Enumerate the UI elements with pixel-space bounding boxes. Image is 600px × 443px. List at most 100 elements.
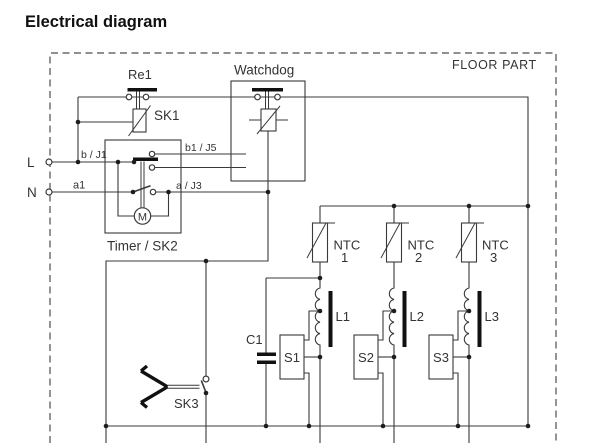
ntc1-index: 1 [341,250,348,265]
sk3-contact-circle [202,375,210,383]
re1-label: Re1 [128,67,152,82]
switch-s2: S2 [353,334,379,380]
re1-contact-circle-right [142,93,150,101]
l-terminal-circle [45,158,53,166]
timer-contact-circle-lower [148,164,156,171]
re1-contact-circle-left [125,93,133,101]
timer-switch-circle [149,188,157,196]
coil-l1-core [328,291,333,347]
ntc3-body [460,222,478,263]
re1-contact-bar [127,88,157,92]
n-terminal-circle [45,188,53,196]
timer-contact-circle-upper [148,150,156,158]
a-j3-return-wire [105,192,269,443]
ntc-2: NTC 2 [380,222,435,265]
timer-motor-label: M [138,211,147,223]
timer-label: Timer / SK2 [107,239,178,254]
s1-bottom-stub [304,372,310,426]
s3-top-stub [453,310,469,341]
ntc1-body [311,222,329,263]
c1-plate-top [257,352,276,356]
sk3-mech-link [168,384,200,389]
coil-l3-wire [463,262,470,443]
top-bus-wire [78,96,529,426]
sk3-label: SK3 [174,396,199,411]
ntc-3: NTC 3 [455,222,509,265]
ntc2-label: NTC [408,238,435,253]
s1-top-stub [304,310,320,341]
ntc2-diagonal [380,222,409,259]
sk1-label: SK1 [154,108,180,123]
s3-body [428,334,454,380]
re1-mech-link [136,91,140,109]
timer-contact-bar [133,157,158,161]
switch-s3: S3 [428,334,454,380]
ntc1-diagonal [306,222,335,259]
watchdog-label: Watchdog [234,63,294,78]
ntc3-diagonal [455,222,484,259]
watchdog-contact-circle-right [274,93,281,101]
pin-b1-j5-label: b1 / J5 [185,142,217,154]
sk1-relay-coil: SK1 [128,105,180,137]
motor-left-wire [117,162,135,217]
timer-motor [133,207,152,225]
capacitor-c1: C1 [246,332,276,364]
switch-s1: S1 [279,334,305,380]
l-terminal-label: L [27,155,35,170]
watchdog-coil-diagonal [256,105,281,135]
watchdog-box: Watchdog [230,63,306,182]
sk1-coil-diagonal [128,105,151,137]
s2-top-stub [378,310,394,341]
s1-body [279,334,305,380]
coil-l3: L3 [477,291,499,347]
coil-l2: L2 [402,291,424,347]
sk3-blade [200,380,207,393]
contact-circles [125,93,281,383]
junction-dots [75,119,531,429]
pin-a-j3-label: a / J3 [176,180,202,192]
s2-body [353,334,379,380]
n-terminal-label: N [27,185,37,200]
ntc3-index: 3 [490,250,497,265]
sk3-door-switch: SK3 [139,364,207,411]
coil-l1-label: L1 [336,309,350,324]
sk3-actuator-wedge [140,369,169,404]
c1-plate-bottom [257,360,276,364]
floor-part-label: FLOOR PART [452,58,537,72]
watchdog-mech-link [265,91,269,109]
watchdog-contact-bar [252,88,283,92]
s2-bottom-stub [378,372,384,426]
l-terminal: L [27,155,53,170]
pin-a1-label: a1 [73,180,85,192]
sk3-actuator-barbs [139,364,149,409]
ntc3-label: NTC [482,238,509,253]
ntc2-index: 2 [415,250,422,265]
coil-l1: L1 [328,291,350,347]
pin-b-j1-label: b / J1 [81,149,107,161]
coil-l1-wire [314,262,321,443]
c1-label: C1 [246,332,263,347]
coil-l3-label: L3 [485,309,499,324]
ntc2-body [385,222,403,263]
ntc1-label: NTC [334,238,361,253]
s3-label: S3 [433,350,449,365]
coil-l2-core [402,291,407,347]
s2-label: S2 [358,350,374,365]
s1-label: S1 [284,350,300,365]
watchdog-outline [230,80,306,182]
timer-outline [104,139,182,234]
wires [52,96,529,443]
timer-switch-blade [132,185,151,193]
ntc-1: NTC 1 [306,222,361,265]
timer-box: Timer / SK2 M b / J1 a1 b1 / J5 a / J3 [73,139,217,254]
coil-l2-wire [388,262,395,443]
watchdog-contact-circle-left [254,93,261,101]
page-title: Electrical diagram [25,13,167,31]
re1-relay-contact: Re1 [127,67,157,109]
timer-mech-link [140,161,145,208]
coil-l3-core [477,291,482,347]
s3-bottom-stub [453,372,459,426]
n-terminal: N [27,185,53,200]
